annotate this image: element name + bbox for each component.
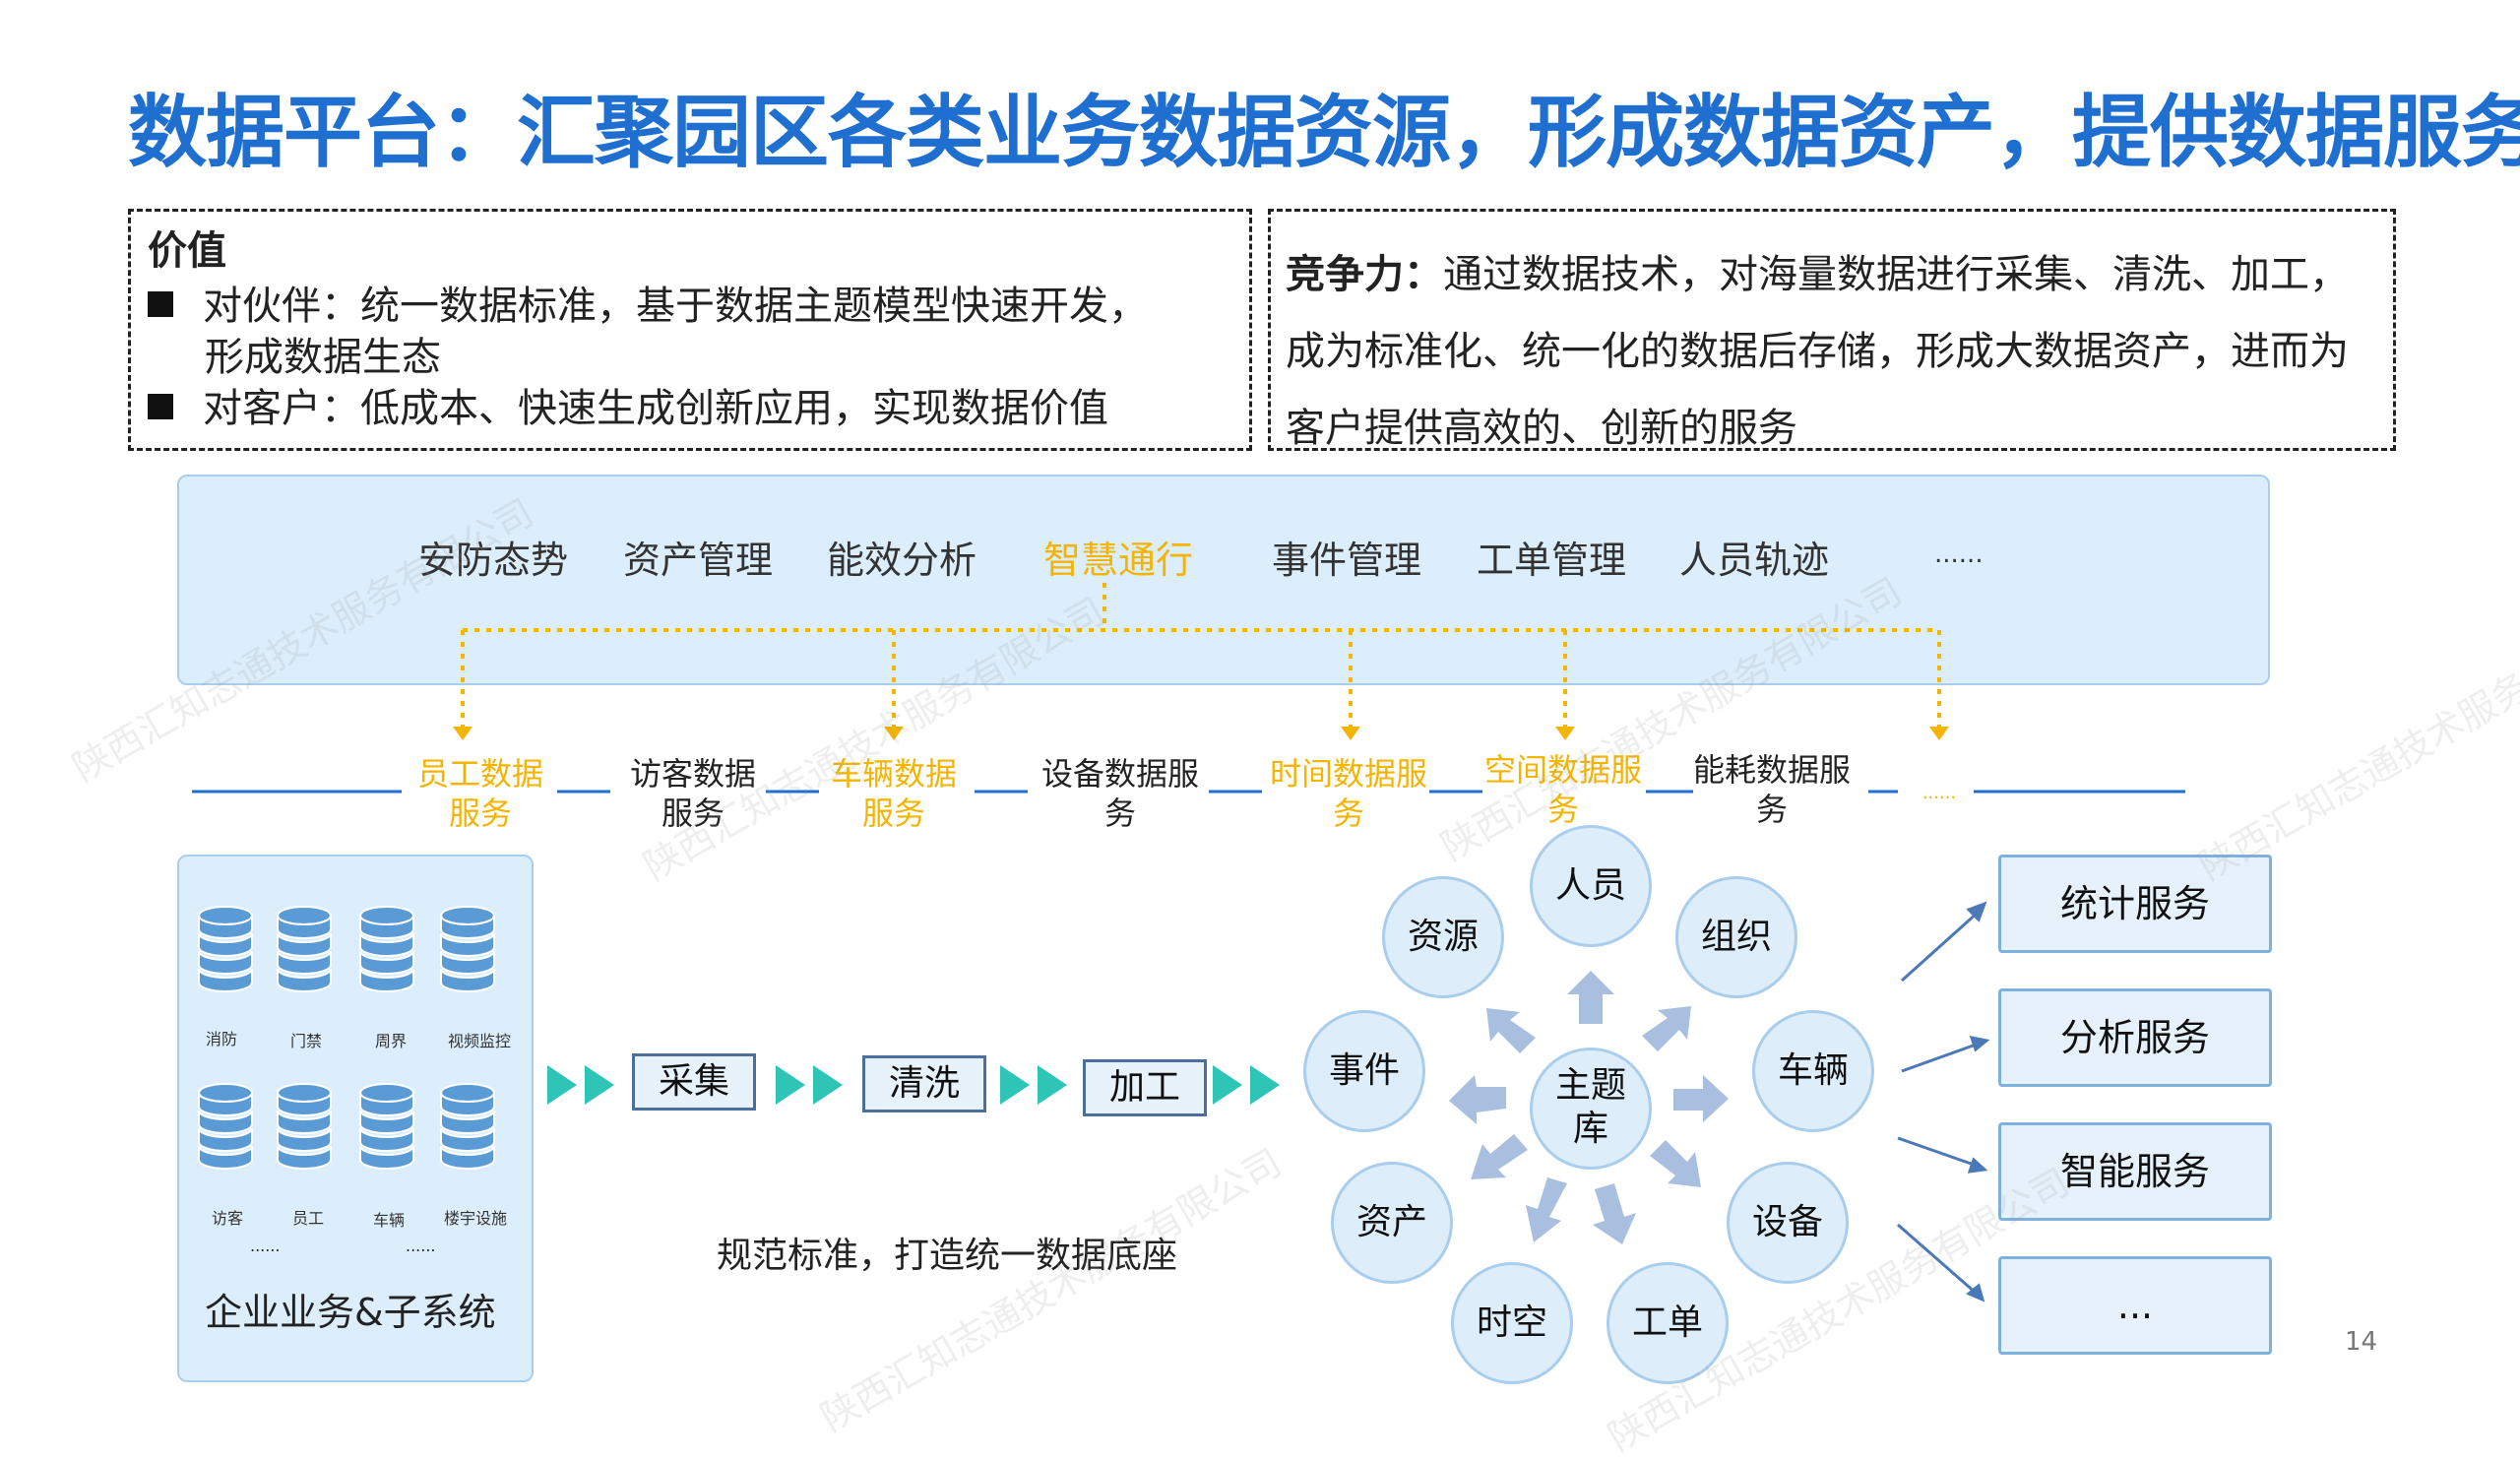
value-heading: 价值 xyxy=(148,228,226,274)
pipeline-caption: 规范标准，打造统一数据底座 xyxy=(717,1236,1178,1276)
app-more: ...... xyxy=(1934,540,1984,569)
db-label-video: 视频监控 xyxy=(447,1032,511,1050)
db-dots-left: ...... xyxy=(250,1237,281,1255)
service-space: 空间数据服务 xyxy=(1483,751,1642,828)
db-label-visitor: 访客 xyxy=(211,1209,243,1228)
service-more: ...... xyxy=(1922,783,1957,803)
app-asset: 资产管理 xyxy=(623,539,774,582)
page-title: 数据平台：汇聚园区各类业务数据资源，形成数据资产，提供数据服务 xyxy=(128,87,2520,178)
page-number: 14 xyxy=(2345,1327,2378,1357)
hub-center: 主题库 xyxy=(1530,1048,1652,1170)
hub-node-asset: 资产 xyxy=(1331,1162,1453,1284)
hub-node-workorder: 工单 xyxy=(1606,1262,1729,1384)
app-event: 事件管理 xyxy=(1272,539,1422,582)
service-energy: 能耗数据服务 xyxy=(1692,751,1851,828)
hub-node-resource: 资源 xyxy=(1382,876,1504,998)
app-workorder: 工单管理 xyxy=(1477,539,1627,582)
competitiveness-text: 竞争力：通过数据技术，对海量数据进行采集、清洗、加工，成为标准化、统一化的数据后… xyxy=(1286,236,2368,467)
competitiveness-body: 通过数据技术，对海量数据进行采集、清洗、加工，成为标准化、统一化的数据后存储，形… xyxy=(1286,252,2349,451)
hub-node-event: 事件 xyxy=(1303,1010,1425,1132)
output-more: ... xyxy=(1998,1256,2272,1355)
value-text-customer: 对客户：低成本、快速生成创新应用，实现数据价值 xyxy=(203,386,1108,431)
hub-node-spacetime: 时空 xyxy=(1451,1262,1573,1384)
bullet-icon xyxy=(148,394,173,419)
hub-node-org: 组织 xyxy=(1675,876,1797,998)
hub-node-device: 设备 xyxy=(1727,1162,1849,1284)
db-label-access: 门禁 xyxy=(289,1032,322,1050)
hub-node-vehicle: 车辆 xyxy=(1752,1010,1874,1132)
value-text-partner: 对伙伴：统一数据标准，基于数据主题模型快速开发， xyxy=(203,284,1148,329)
db-label-vehicle: 车辆 xyxy=(372,1211,405,1230)
hub-node-person: 人员 xyxy=(1530,825,1652,947)
enterprise-label: 企业业务&子系统 xyxy=(205,1291,496,1334)
db-label-fire: 消防 xyxy=(205,1030,237,1048)
competitiveness-label: 竞争力： xyxy=(1286,252,1443,297)
output-intelligent: 智能服务 xyxy=(1998,1122,2272,1221)
service-time: 时间数据服务 xyxy=(1269,755,1427,832)
application-panel xyxy=(177,475,2270,685)
connector-lines xyxy=(192,583,2185,1302)
output-statistics: 统计服务 xyxy=(1998,855,2272,953)
db-label-building: 楼宇设施 xyxy=(443,1209,507,1228)
value-item-partner: 对伙伴：统一数据标准，基于数据主题模型快速开发， xyxy=(148,274,1148,331)
service-visitor: 访客数据服务 xyxy=(629,755,756,832)
step-collect: 采集 xyxy=(632,1053,756,1111)
step-clean: 清洗 xyxy=(862,1055,986,1112)
app-security: 安防态势 xyxy=(418,539,569,582)
app-energy: 能效分析 xyxy=(827,539,977,582)
competitiveness-box xyxy=(1268,209,2396,451)
value-item-partner-cont: 形成数据生态 xyxy=(205,335,441,380)
db-label-perimeter: 周界 xyxy=(374,1032,407,1050)
value-box xyxy=(128,209,1252,451)
bullet-icon xyxy=(148,291,173,317)
db-label-employee: 员工 xyxy=(291,1209,324,1228)
db-dots-right: ...... xyxy=(406,1237,436,1255)
step-process: 加工 xyxy=(1083,1059,1207,1116)
service-device: 设备数据服务 xyxy=(1040,755,1199,832)
app-smart-access: 智慧通行 xyxy=(1043,539,1194,582)
app-trajectory: 人员轨迹 xyxy=(1679,539,1830,582)
database-icons xyxy=(198,906,495,1170)
service-vehicle: 车辆数据服务 xyxy=(830,755,957,832)
output-analysis: 分析服务 xyxy=(1998,988,2272,1087)
value-item-customer: 对客户：低成本、快速生成创新应用，实现数据价值 xyxy=(148,376,1108,433)
service-employee: 员工数据服务 xyxy=(416,755,543,832)
